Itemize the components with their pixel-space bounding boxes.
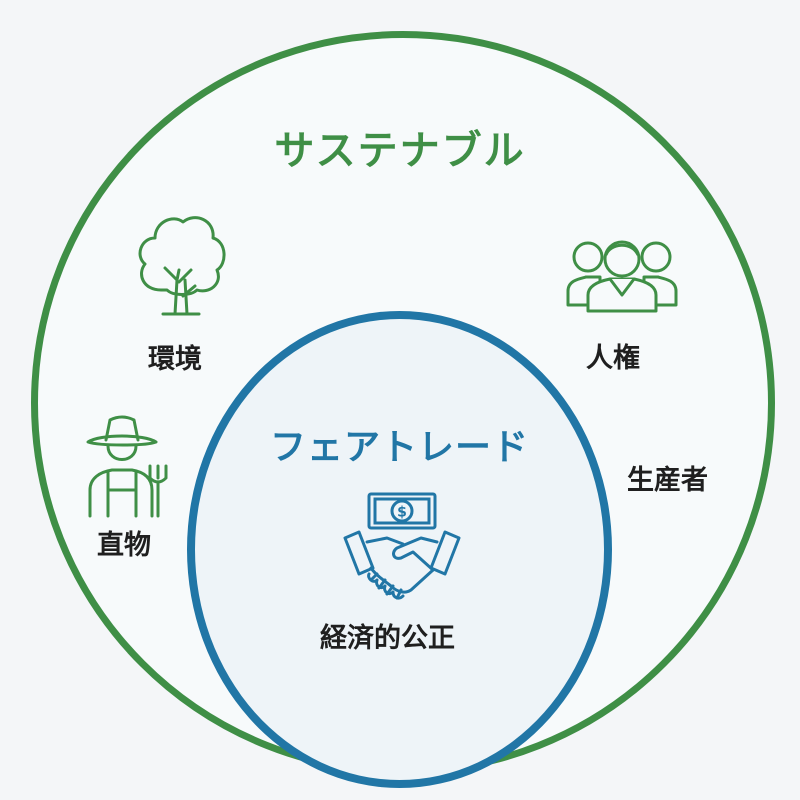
fairtrade-title: フェアトレード	[269, 427, 529, 468]
farmer-icon	[86, 415, 168, 518]
dollar-symbol: $	[397, 505, 407, 521]
label-human-rights: 人権	[586, 343, 640, 374]
people-group-icon	[566, 240, 678, 313]
label-plants: 直物	[97, 530, 151, 561]
sustainable-title: サステナブル	[274, 128, 526, 174]
handshake-icon	[343, 530, 461, 600]
fairtrade-inner-circle	[187, 311, 612, 788]
label-producers: 生産者	[627, 465, 708, 496]
tree-icon	[138, 216, 226, 316]
label-environment: 環境	[148, 344, 202, 375]
label-economic-fairness: 経済的公正	[320, 623, 455, 654]
money-icon: $	[367, 492, 437, 530]
